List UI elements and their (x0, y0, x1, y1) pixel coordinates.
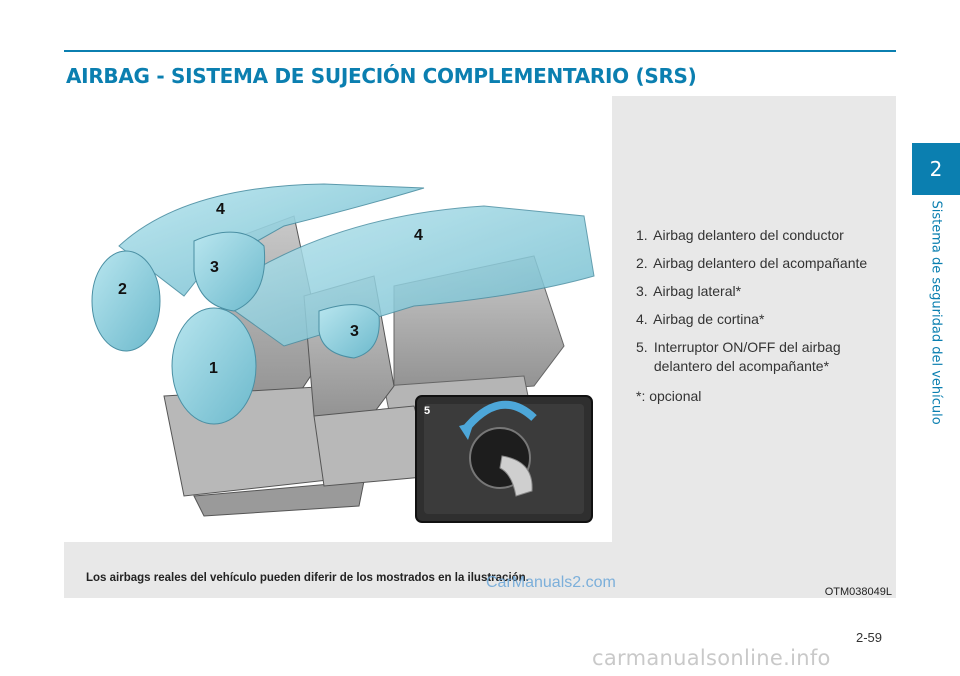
callout-3-front: 3 (210, 259, 219, 276)
figure-panel: 1 2 3 4 4 3 5 1. Airbag delantero del co… (64, 96, 896, 598)
legend-item: 4. Airbag de cortina* (636, 311, 765, 327)
chapter-tab: 2 (912, 143, 960, 195)
legend: 1. Airbag delantero del conductor 2. Air… (636, 226, 876, 406)
page-number: 2-59 (856, 630, 883, 645)
legend-note: *: opcional (636, 388, 702, 404)
passenger-airbag-graphic (91, 250, 161, 352)
header-rule (64, 50, 896, 52)
callout-1: 1 (209, 360, 218, 377)
footer-watermark: carmanualsonline.info (592, 646, 831, 670)
page-title: AIRBAG - SISTEMA DE SUJECIÓN COMPLEMENTA… (66, 64, 697, 88)
switch-inset: 5 (415, 395, 593, 523)
chapter-label-text: Sistema de seguridad del vehículo (928, 200, 944, 425)
legend-item: 3. Airbag lateral* (636, 283, 742, 299)
callout-2: 2 (118, 281, 127, 298)
driver-airbag-graphic (171, 307, 257, 425)
callout-3-rear: 3 (350, 323, 359, 340)
disclaimer-text: Los airbags reales del vehículo pueden d… (86, 572, 529, 584)
legend-item: 1. Airbag delantero del conductor (636, 227, 844, 243)
callout-4-left: 4 (216, 201, 225, 218)
figure-code: OTM038049L (824, 586, 892, 598)
callout-5: 5 (424, 405, 430, 417)
side-airbag-front-graphic (193, 231, 266, 312)
legend-item: 5. Interruptor ON/OFF del airbag delante… (636, 339, 841, 374)
legend-item: 2. Airbag delantero del acompañante (636, 255, 868, 271)
side-airbag-rear-graphic (318, 304, 380, 359)
airbag-illustration: 1 2 3 4 4 3 5 (64, 96, 612, 542)
curtain-airbag-right-graphic (213, 205, 595, 347)
callout-4-right: 4 (414, 227, 423, 244)
watermark-link[interactable]: CarManuals2.com (486, 574, 616, 591)
